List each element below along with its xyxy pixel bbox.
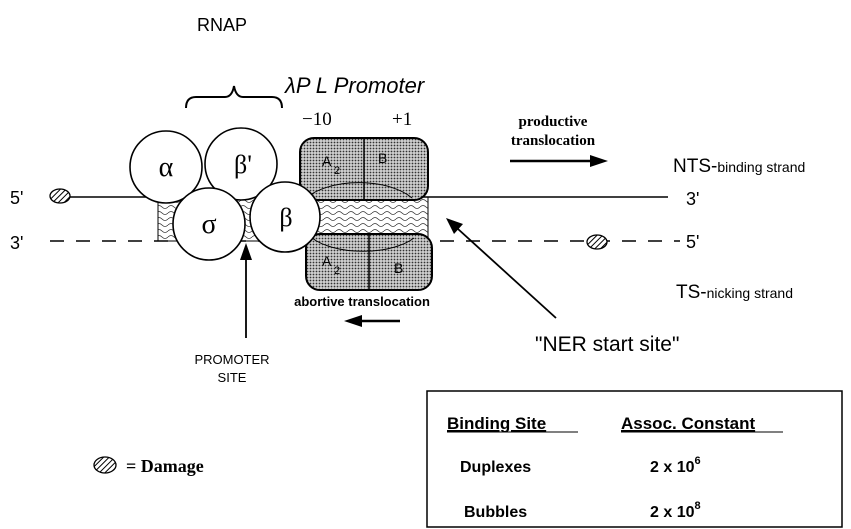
five-prime-bottom-label: 5': [686, 232, 699, 252]
table-header-constant: Assoc. Constant: [621, 414, 755, 433]
sigma-label: σ: [201, 209, 216, 240]
bubbles-value-exp: 8: [694, 500, 700, 512]
abortive-label: abortive translocation: [294, 294, 430, 309]
table-row-duplexes-value: 2 x 106: [650, 455, 701, 476]
a2-top-label: A: [322, 153, 332, 169]
a2-bottom-sub: 2: [334, 265, 340, 277]
rnap-label: RNAP: [197, 15, 247, 35]
ts-label-main: TS-: [676, 282, 707, 303]
three-prime-bottom-label: 3': [10, 233, 23, 253]
promoter-site-label-1: PROMOTER: [194, 352, 269, 367]
nts-label: NTS-binding strand: [673, 156, 805, 177]
beta-subunit: [249, 181, 321, 253]
promoter-block-bottom-arc: [311, 237, 415, 252]
abortive-arrow-head: [344, 315, 362, 327]
ts-label-sub: nicking strand: [707, 285, 793, 301]
ts-label: TS-nicking strand: [676, 282, 793, 303]
minus10-label: −10: [302, 109, 332, 130]
table-row-duplexes-site: Duplexes: [460, 459, 531, 476]
duplexes-value-base: 2 x 10: [650, 459, 695, 476]
rnap-brace: [185, 85, 283, 109]
beta-prime-subunit: [204, 127, 278, 201]
a2-bottom-label: A: [322, 253, 332, 269]
damage-legend-icon: [93, 456, 117, 474]
sigma-subunit: [172, 187, 246, 261]
nts-label-main: NTS-: [673, 156, 717, 177]
ner-arrow-head: [446, 218, 463, 234]
ner-arrow-shaft: [457, 228, 557, 319]
five-prime-top-label: 5': [10, 188, 23, 208]
promoter-title: λP L Promoter: [284, 73, 426, 98]
b-top-label: B: [378, 150, 387, 166]
bubbles-value-base: 2 x 10: [650, 504, 695, 521]
alpha-label: α: [159, 152, 174, 183]
promoter-block-top-arc: [305, 182, 413, 199]
a2-top-sub: 2: [334, 165, 340, 177]
ner-start-label: "NER start site": [535, 333, 679, 356]
productive-label-1: productive: [519, 114, 588, 130]
damage-legend-label: = Damage: [126, 456, 204, 476]
beta-prime-label: β': [234, 150, 252, 179]
table-header-site: Binding Site: [447, 414, 546, 433]
promoter-site-label-2: SITE: [218, 370, 247, 385]
productive-arrow-head: [590, 155, 608, 167]
plus1-label: +1: [392, 109, 412, 130]
alpha-subunit: [129, 130, 203, 204]
productive-label-2: translocation: [511, 133, 596, 149]
promoter-site-arrow-head: [240, 243, 252, 260]
table-row-bubbles-site: Bubbles: [464, 504, 527, 521]
duplexes-value-exp: 6: [694, 455, 700, 467]
three-prime-top-label: 3': [686, 189, 699, 209]
b-bottom-label: B: [394, 260, 403, 276]
binding-table-box: [426, 390, 843, 528]
damage-marker-top: [49, 188, 71, 204]
beta-label: β: [279, 203, 292, 232]
nts-label-sub: binding strand: [717, 159, 805, 175]
table-row-bubbles-value: 2 x 108: [650, 500, 701, 521]
damage-marker-bottom: [586, 234, 608, 250]
